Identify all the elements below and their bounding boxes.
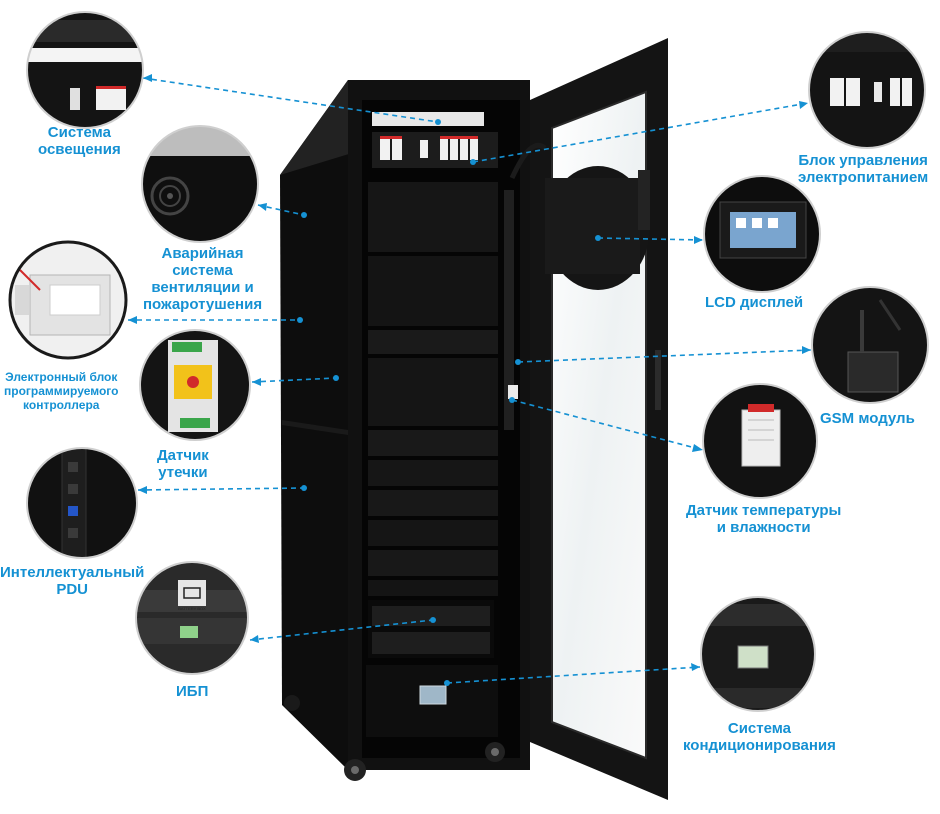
connector-ventilation [257, 204, 305, 216]
label-lcd: LCD дисплей [705, 294, 804, 311]
ups-badge-text: BATTERY BOX [178, 606, 206, 611]
temp-sensor-icon [702, 383, 818, 499]
connector-pdu [137, 487, 305, 491]
connectors [128, 77, 812, 684]
cabinet-wheels [284, 695, 505, 781]
connector-temp [511, 399, 704, 451]
connector-markers [128, 74, 811, 686]
ac-unit-icon [700, 596, 816, 712]
server-cabinet [280, 80, 530, 781]
cabinet-door [509, 38, 668, 800]
blanking-panels [368, 182, 498, 596]
connector-power [472, 102, 809, 163]
pdu-vertical [504, 190, 514, 430]
label-ups: ИБП [176, 683, 209, 700]
ups-unit-icon: BATTERY BOX [135, 561, 249, 675]
touch-display-icon [703, 175, 821, 293]
pdu-strip-icon [26, 447, 138, 559]
din-module-icon [8, 240, 128, 360]
lighting-bar [372, 112, 484, 126]
connector-ac [446, 666, 701, 684]
connector-ups [249, 619, 434, 641]
leak-sensor-icon [139, 329, 251, 441]
lighting-lamp-icon [26, 11, 144, 129]
connector-lighting [142, 77, 439, 123]
label-gsm: GSM модуль [820, 410, 915, 427]
connector-gsm [517, 349, 812, 363]
circuit-breakers-icon [808, 31, 926, 149]
fan-icon [141, 125, 259, 243]
gsm-modem-icon [811, 286, 929, 404]
